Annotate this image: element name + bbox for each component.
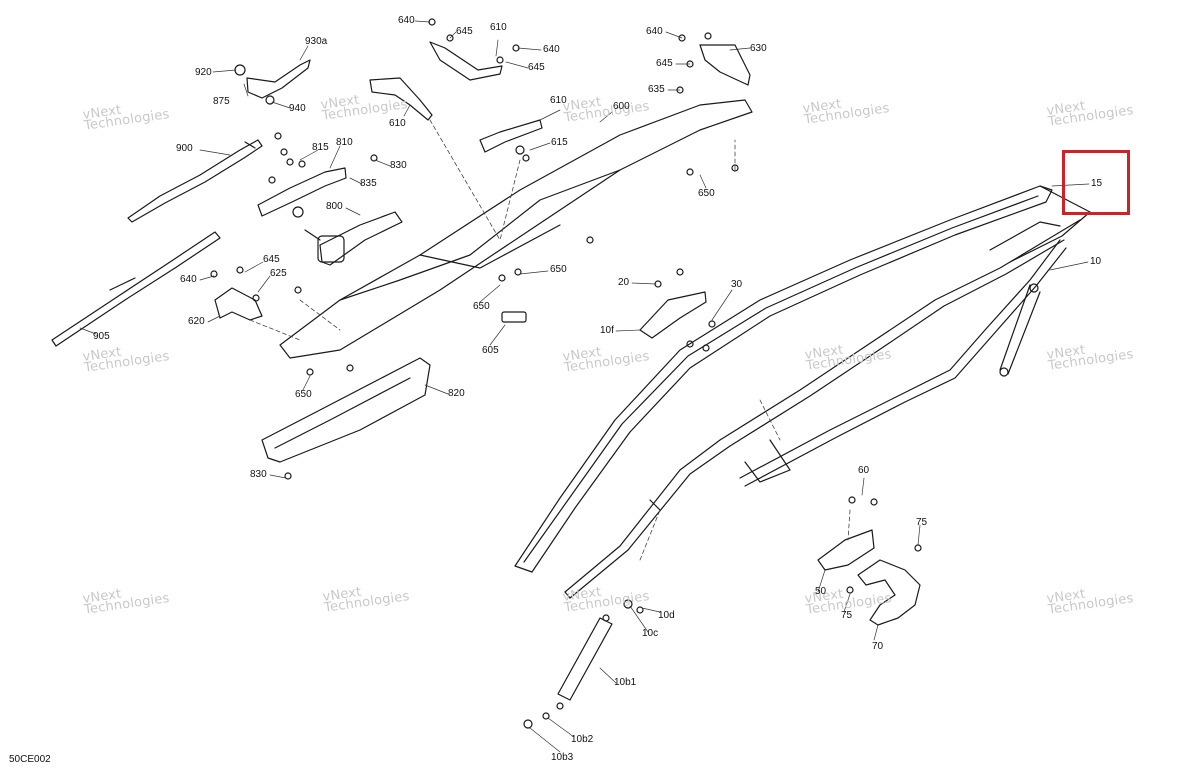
wiper-arm-900 [127,139,263,223]
callout-650[interactable]: 650 [473,301,490,312]
fasteners [210,18,922,594]
callout-640[interactable]: 640 [646,26,663,37]
leader-lines [79,20,1090,753]
lower-frame-part [739,239,1067,487]
callout-610[interactable]: 610 [389,118,406,129]
callout-650[interactable]: 650 [698,188,715,199]
callout-600[interactable]: 600 [613,101,630,112]
wiper-motor-part [304,211,403,266]
windshield-wiper-arm [564,219,1081,599]
windshield-frame-part [514,185,1091,573]
callout-610[interactable]: 610 [490,22,507,33]
callout-75[interactable]: 75 [841,610,853,621]
callout-645[interactable]: 645 [456,26,473,37]
callout-30[interactable]: 30 [731,279,743,290]
callout-830[interactable]: 830 [250,469,267,480]
callout-610[interactable]: 610 [550,95,567,106]
callout-800[interactable]: 800 [326,201,343,212]
callout-645[interactable]: 645 [263,254,280,265]
callout-875[interactable]: 875 [213,96,230,107]
wiper-cowl-part [279,99,753,359]
callout-10b3[interactable]: 10b3 [551,752,574,763]
callout-615[interactable]: 615 [551,137,568,148]
wiper-blade-905 [51,231,221,347]
callout-60[interactable]: 60 [858,465,870,476]
callout-10b1[interactable]: 10b1 [614,677,637,688]
callout-830[interactable]: 830 [390,160,407,171]
diagram-id: 50CE002 [9,754,51,765]
callout-930a[interactable]: 930a [305,36,328,47]
callout-630[interactable]: 630 [750,43,767,54]
callout-940[interactable]: 940 [289,103,306,114]
callout-650[interactable]: 650 [550,264,567,275]
brackets [214,41,751,321]
callout-605[interactable]: 605 [482,345,499,356]
callout-10f[interactable]: 10f [600,325,614,336]
gas-strut [523,599,644,729]
highlight-box [1062,150,1130,215]
callout-645[interactable]: 645 [528,62,545,73]
callout-820[interactable]: 820 [448,388,465,399]
callout-905[interactable]: 905 [93,331,110,342]
callout-645[interactable]: 645 [656,58,673,69]
callout-70[interactable]: 70 [872,641,884,652]
callout-900[interactable]: 900 [176,143,193,154]
callout-625[interactable]: 625 [270,268,287,279]
callout-640[interactable]: 640 [180,274,197,285]
callout-920[interactable]: 920 [195,67,212,78]
callout-10b2[interactable]: 10b2 [571,734,594,745]
assembly-lines [249,119,851,561]
callout-20[interactable]: 20 [618,277,630,288]
callout-10c[interactable]: 10c [642,628,659,639]
callout-620[interactable]: 620 [188,316,205,327]
callout-10d[interactable]: 10d [658,610,675,621]
callout-640[interactable]: 640 [398,15,415,26]
link-arm-930a [234,59,311,105]
callout-650[interactable]: 650 [295,389,312,400]
callout-15[interactable]: 15 [1091,178,1103,189]
callout-810[interactable]: 810 [336,137,353,148]
callout-635[interactable]: 635 [648,84,665,95]
callout-815[interactable]: 815 [312,142,329,153]
callout-75[interactable]: 75 [916,517,928,528]
callout-50[interactable]: 50 [815,586,827,597]
callout-640[interactable]: 640 [543,44,560,55]
callout-835[interactable]: 835 [360,178,377,189]
cowl-cover-part [261,357,431,463]
callout-10[interactable]: 10 [1090,256,1102,267]
